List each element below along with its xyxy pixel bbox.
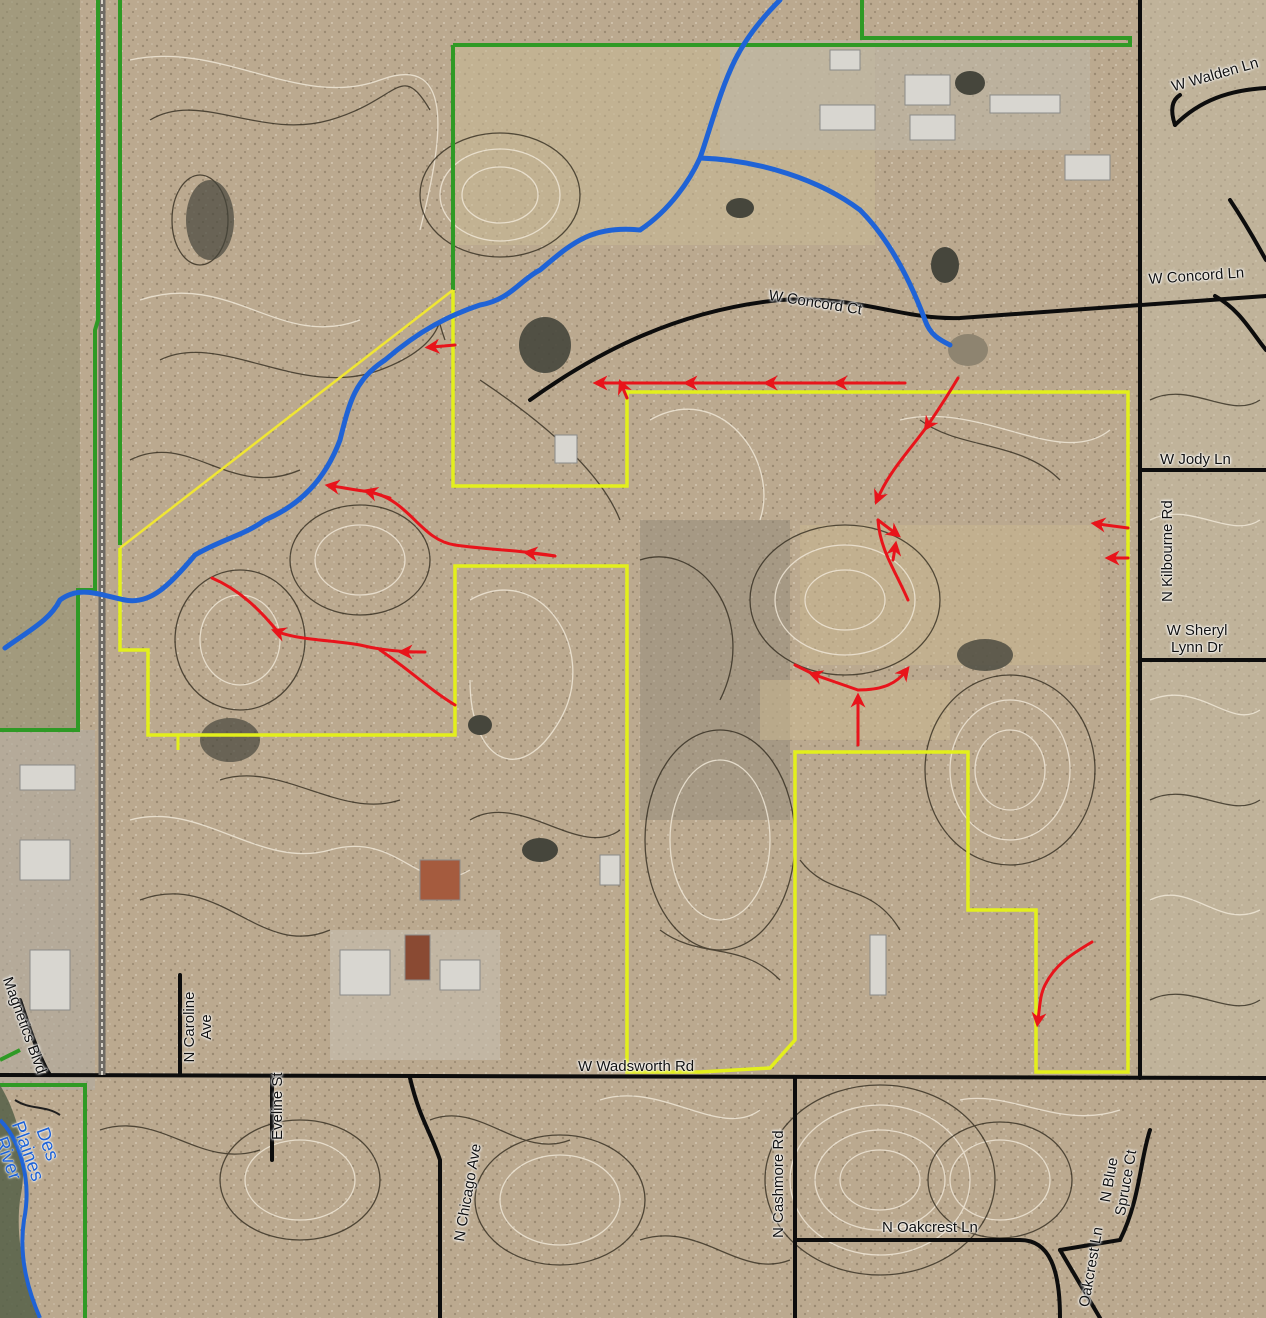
green-boundary-rail-west xyxy=(0,0,100,732)
green-boundary-north xyxy=(453,0,1132,47)
flow-center-y-3 xyxy=(793,663,817,677)
label-n-cashmore-rd: N Cashmore Rd xyxy=(770,1130,787,1238)
green-boundary-small xyxy=(0,1048,21,1062)
label-n-caroline-ave: N Caroline Ave xyxy=(181,991,215,1063)
des-plaines-river xyxy=(0,1085,61,1318)
flow-central-3b xyxy=(886,540,902,562)
green-boundary xyxy=(0,0,1132,1318)
road-east-curve xyxy=(1228,198,1266,262)
label-n-kilbourne-rd: N Kilbourne Rd xyxy=(1159,500,1176,602)
flow-east-1 xyxy=(1090,517,1130,533)
ponds xyxy=(186,71,1013,862)
flow-central xyxy=(923,376,960,432)
flow-central-3 xyxy=(876,518,910,602)
road-oakcrest-east xyxy=(1058,1248,1102,1318)
flow-southeast xyxy=(1031,940,1094,1028)
flow-west-lower-3 xyxy=(378,648,457,707)
contour-lines xyxy=(99,55,1261,1276)
green-boundary-south xyxy=(0,1083,87,1318)
label-w-sheryl-lynn-dr: W Sheryl Lynn Dr xyxy=(1166,622,1228,657)
label-eveline-st: Eveline St xyxy=(269,1072,286,1140)
flow-central-2 xyxy=(874,423,930,505)
parcel-boundary xyxy=(118,290,1130,1074)
yellow-diagonal-line xyxy=(119,289,454,549)
flow-west-tip xyxy=(424,338,457,354)
flow-center-y-4 xyxy=(856,666,910,692)
road-w-concord-ln-curve xyxy=(1213,294,1266,352)
flow-west-upper xyxy=(324,479,557,558)
road-w-concord-ct xyxy=(528,294,1266,402)
road-walden-curve xyxy=(1170,93,1182,127)
road-w-wadsworth-rd xyxy=(0,1073,1266,1080)
label-w-jody-ln: W Jody Ln xyxy=(1160,451,1231,468)
road-magnetics-blvd xyxy=(18,998,52,1077)
parcel-north-block xyxy=(118,290,1130,1074)
flow-central-4 xyxy=(876,518,901,538)
stream-branch xyxy=(697,155,953,348)
road-w-walden-ln xyxy=(1173,86,1266,127)
label-n-oakcrest-ln: N Oakcrest Ln xyxy=(882,1219,978,1236)
flow-west-upper-b xyxy=(522,546,557,562)
flow-parcel-corner xyxy=(617,379,632,400)
road-n-blue-spruce-ct xyxy=(1058,1128,1152,1252)
label-w-wadsworth-rd: W Wadsworth Rd xyxy=(578,1058,695,1075)
buildings xyxy=(19,49,1111,1011)
stream xyxy=(2,0,953,651)
drainage-arrows xyxy=(210,338,1130,1028)
road-n-oakcrest-ln xyxy=(793,1238,1062,1318)
road-n-chicago-ave xyxy=(408,1076,442,1318)
terrain-patches xyxy=(0,0,1266,1090)
flow-west-lower-2 xyxy=(210,576,280,634)
flow-west-upper-c xyxy=(362,486,392,502)
flow-center-y-2 xyxy=(807,670,860,692)
